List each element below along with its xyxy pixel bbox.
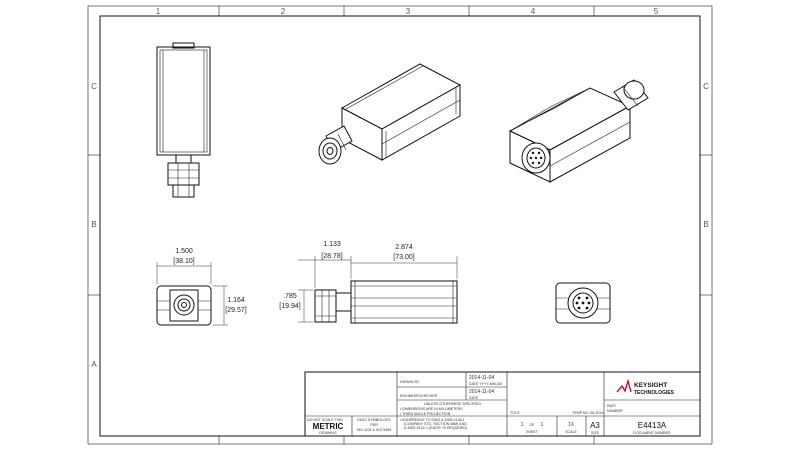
sheet-of: OF <box>530 423 536 427</box>
sheet-number: 1 <box>521 422 524 428</box>
side-view <box>314 280 458 324</box>
no-scale-text: DO NOT SCALE THIS <box>307 418 343 422</box>
dimension-height: 1.164 [29.57] <box>213 285 247 326</box>
notes-heading: UNLESS OTHERWISE SPECIFIED <box>424 402 481 406</box>
note-adherence-1: • ADHERENCE TO DWG A-1950-1148-1 <box>400 418 465 422</box>
row-label-b-right: B <box>703 220 708 229</box>
isometric-view-connector-side <box>318 63 462 165</box>
engineer-label: ENGINEER/CHECKER <box>400 394 438 398</box>
body-length-millimeters: [73.00] <box>393 254 414 261</box>
column-label-1: 1 <box>156 7 161 16</box>
note-projection: • THIRD ANGLE PROJECTION <box>400 412 451 416</box>
outer-border <box>87 5 713 445</box>
row-label-c-left: C <box>91 82 97 91</box>
body-length-inches: 2.874 <box>395 244 413 251</box>
column-label-3: 3 <box>406 7 411 16</box>
column-label-5: 5 <box>654 7 659 16</box>
connector-length-millimeters: [28.78] <box>321 253 342 260</box>
keysight-logo: KEYSIGHT TECHNOLOGIES <box>616 378 675 396</box>
height-inches: 1.164 <box>227 297 245 304</box>
sheet-label: SHEET <box>526 430 539 434</box>
units-text: METRIC <box>313 422 344 431</box>
end-view-sensor <box>555 282 611 324</box>
height-millimeters: [29.57] <box>225 307 246 314</box>
scale-value: 1X <box>568 422 575 428</box>
size-value: A3 <box>590 421 600 430</box>
symbology-label: GD&T SYMBOLOGY <box>357 418 391 422</box>
row-label-b-left: B <box>91 220 96 229</box>
temp-number: TEMP NO. 06-2014 <box>572 411 604 415</box>
width-inches: 1.500 <box>175 248 193 255</box>
dimension-width: 1.500 [38.10] <box>156 248 212 284</box>
connector-length-inches: 1.133 <box>323 241 341 248</box>
engineer-date: 2014-11-04 <box>469 389 494 395</box>
number-label: NUMBER <box>607 409 623 413</box>
sheet-total: 1 <box>541 422 544 428</box>
scale-label: SCALE <box>565 430 577 434</box>
connector-diameter-millimeters: [19.94] <box>279 303 300 310</box>
end-view-connector <box>156 285 212 326</box>
row-zone-markers: C B A C B <box>88 82 712 369</box>
row-label-c-right: C <box>703 82 709 91</box>
title-label: TITLE <box>510 411 520 415</box>
brand-subtitle: TECHNOLOGIES <box>634 390 675 396</box>
document-number: E4413A <box>638 421 667 430</box>
connector-diameter-inches: .785 <box>283 293 297 300</box>
date-format-label: DATE YYYY-MM-DD <box>469 382 502 386</box>
symbology-standards: ISO 1101 & ISO 5459 <box>357 428 392 432</box>
dimension-connector-length: 1.133 [28.78] <box>298 241 352 288</box>
date-label: DATE <box>469 396 479 400</box>
brand-name: KEYSIGHT <box>634 382 667 389</box>
column-label-4: 4 <box>531 7 536 16</box>
column-zone-markers: 1 2 3 4 5 <box>156 6 659 444</box>
document-number-label: DOCUMENT NUMBER <box>633 431 671 435</box>
row-label-a-left: A <box>91 360 97 369</box>
dimension-connector-diameter: .785 [19.94] <box>279 289 313 323</box>
title-block: DRAWN BY 2014-11-04 DATE YYYY-MM-DD ENGI… <box>304 371 701 437</box>
drawn-by-label: DRAWN BY <box>400 380 420 384</box>
width-millimeters: [38.10] <box>173 258 194 265</box>
part-label: PART <box>607 404 617 408</box>
top-view <box>156 42 211 198</box>
symbology-per: PER <box>370 423 378 427</box>
drawn-date: 2014-11-04 <box>469 375 494 381</box>
drawing-label: DRAWING <box>319 431 336 435</box>
size-label: SIZE <box>591 431 600 435</box>
dimension-body-length: 2.874 [73.00] <box>351 244 458 279</box>
note-adherence-2: (COMPANY STD. SECTION 48M) AND <box>404 422 467 426</box>
note-adherence-3: A-5951-9132-1 (ENGR. IS REQUIRED) <box>404 426 467 430</box>
note-dimensions: • DIMENSIONS ARE IN MILLIMETERS <box>400 407 463 411</box>
column-label-2: 2 <box>281 7 286 16</box>
isometric-view-sensor-side <box>508 79 649 183</box>
